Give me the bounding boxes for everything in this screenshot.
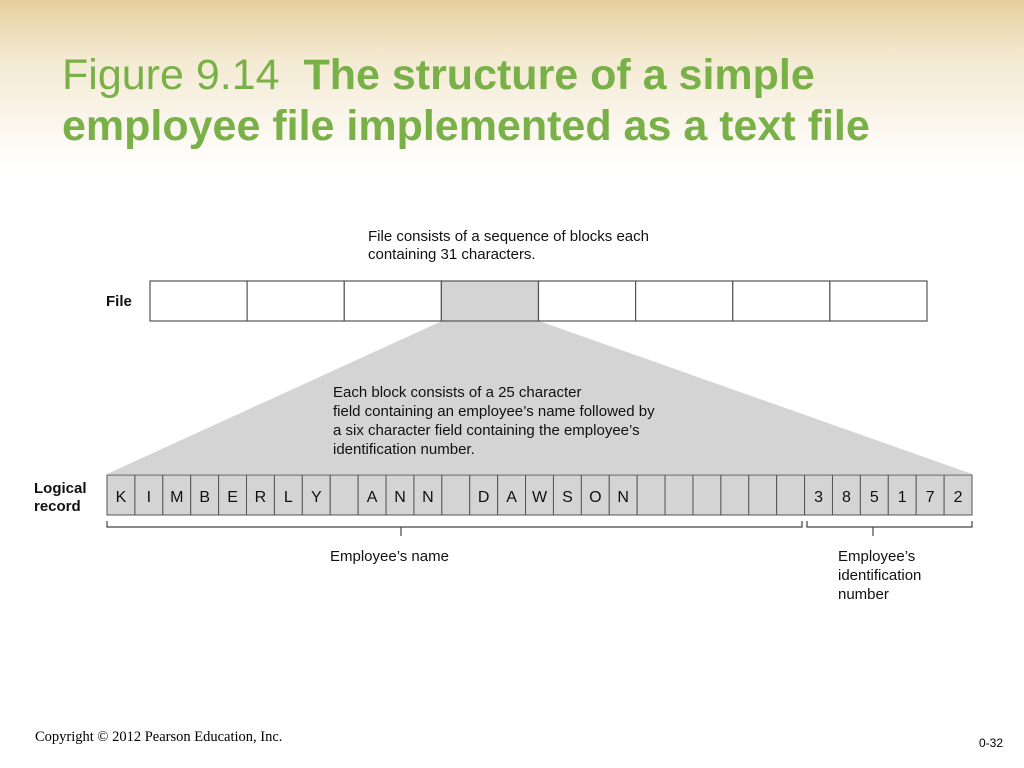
logical-record-label-line-1: Logical [34, 480, 87, 497]
copyright-notice: Copyright © 2012 Pearson Education, Inc. [35, 729, 283, 745]
record-cell-char: A [506, 489, 517, 506]
record-cell-char: 3 [814, 489, 823, 506]
record-cell [218, 474, 248, 516]
employee-name-label: Employee’s name [330, 548, 449, 565]
record-cell-char: M [170, 489, 183, 506]
file-note-line-2: containing 31 characters. [368, 246, 536, 263]
record-cell [636, 474, 666, 516]
record-cell [190, 474, 220, 516]
logical-record-label-line-2: record [34, 498, 81, 515]
id-field-bracket [806, 521, 973, 528]
record-cell-char: 1 [898, 489, 907, 506]
record-cell [273, 474, 303, 516]
record-cell [580, 474, 610, 516]
record-cell [385, 474, 415, 516]
slide-page-number: 0-32 [979, 736, 1004, 750]
record-cell [664, 474, 694, 516]
record-cell [134, 474, 164, 516]
record-cell [357, 474, 387, 516]
record-cell-char: Y [311, 489, 322, 506]
figure-caption: The structure of a simple employee file … [62, 51, 870, 150]
record-cell [776, 474, 806, 516]
block-note-line-2: field containing an employee’s name foll… [333, 403, 655, 420]
record-cell [859, 474, 889, 516]
record-cell-char: D [478, 489, 490, 506]
block-note-line-4: identification number. [333, 441, 475, 458]
record-cell-char: N [422, 489, 434, 506]
record-cell-char: I [147, 489, 151, 506]
record-cell [413, 474, 443, 516]
record-cell [329, 474, 359, 516]
record-cell [831, 474, 861, 516]
employee-id-label-line-2: identification [838, 567, 921, 584]
record-cell-char: R [255, 489, 267, 506]
record-cell [497, 474, 527, 516]
record-cell [525, 474, 554, 516]
record-cell-char: 5 [870, 489, 879, 506]
record-cell [720, 474, 750, 516]
record-cell [748, 474, 778, 516]
employee-id-label-line-1: Employee’s [838, 548, 915, 565]
record-cell [162, 474, 192, 516]
file-blocks-row [149, 280, 928, 322]
record-cell-char: 2 [954, 489, 963, 506]
record-cell-char: W [532, 489, 548, 506]
record-cell-char: S [562, 489, 573, 506]
file-block [149, 280, 248, 322]
record-cell-char: N [617, 489, 629, 506]
record-cell [608, 474, 638, 516]
slide-title: Figure 9.14 The structure of a simple em… [62, 50, 1002, 152]
file-block [246, 280, 345, 322]
record-cell [804, 474, 833, 516]
record-cell-char: K [116, 489, 127, 506]
record-cell-char: 7 [926, 489, 935, 506]
file-label: File [106, 293, 132, 310]
figure-number: Figure 9.14 [62, 51, 280, 99]
file-block [732, 280, 831, 322]
record-cell-char: A [367, 489, 378, 506]
record-cell-char: E [227, 489, 238, 506]
expansion-trapezoid [107, 321, 972, 474]
record-cell-char: L [284, 489, 293, 506]
record-cell-char: O [589, 489, 601, 506]
block-note-line-3: a six character field containing the emp… [333, 422, 640, 439]
block-note-line-1: Each block consists of a 25 character [333, 384, 581, 401]
file-note-line-1: File consists of a sequence of blocks ea… [368, 228, 649, 245]
file-block [829, 280, 928, 322]
record-cell-char: 8 [842, 489, 851, 506]
record-cell-char: N [394, 489, 406, 506]
file-block [537, 280, 637, 322]
record-cell [915, 474, 945, 516]
record-cell [692, 474, 722, 516]
file-block-highlighted [440, 280, 540, 322]
record-cell [246, 474, 275, 516]
file-block [343, 280, 442, 322]
record-cell [441, 474, 471, 516]
file-block [635, 280, 734, 322]
record-cell [943, 474, 973, 516]
employee-id-label-line-3: number [838, 586, 889, 603]
record-cell-char: B [199, 489, 210, 506]
name-field-bracket [106, 521, 803, 528]
header-gradient-band [0, 0, 1024, 170]
